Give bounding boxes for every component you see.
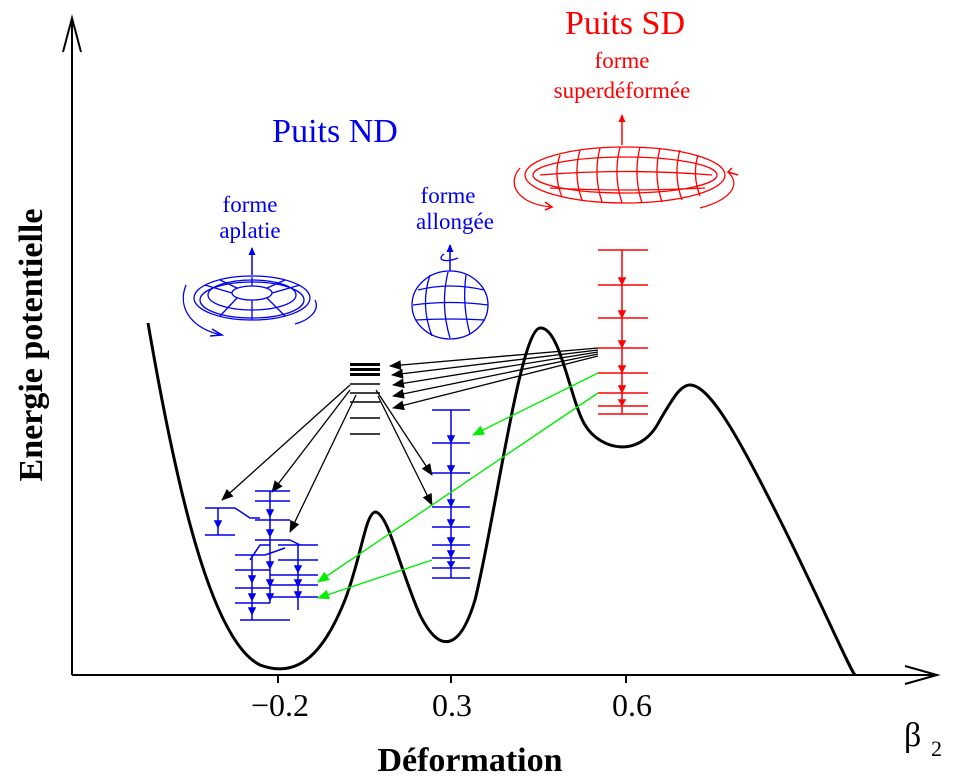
super-label-2: superdéformée — [554, 78, 691, 103]
x-tick-label-2: 0.3 — [432, 687, 472, 723]
oblate-label-1: forme — [223, 192, 278, 217]
axes — [62, 14, 941, 685]
x-axis-arrow-icon — [904, 665, 941, 685]
x-tick-label-3: 0.6 — [612, 687, 652, 723]
oblate-shape-icon — [182, 247, 317, 337]
feeding-arrows-green — [317, 372, 599, 600]
discrete-levels — [350, 363, 380, 435]
nd-well-title: Puits ND — [272, 113, 398, 150]
x-axis-label: Déformation — [377, 742, 562, 779]
x-tick-label-1: −0.2 — [251, 687, 309, 723]
beta-symbol: β — [904, 717, 921, 754]
potential-curve — [146, 322, 857, 677]
sd-well-title: Puits SD — [565, 5, 685, 42]
decay-arrows-black — [221, 347, 599, 533]
nd-prolate-band — [432, 409, 470, 579]
superdeformed-shape-icon — [513, 114, 739, 211]
prolate-label-1: forme — [421, 183, 476, 208]
nd-oblate-levels — [205, 490, 318, 621]
sd-band-levels — [598, 249, 648, 415]
prolate-label-2: allongée — [416, 209, 494, 234]
prolate-shape-icon — [411, 244, 489, 340]
super-label-1: forme — [595, 48, 650, 73]
oblate-label-2: aplatie — [219, 218, 280, 243]
beta-subscript: 2 — [931, 736, 942, 761]
y-axis-label: Energie potentielle — [13, 209, 50, 482]
y-axis-arrow-icon — [62, 14, 82, 53]
